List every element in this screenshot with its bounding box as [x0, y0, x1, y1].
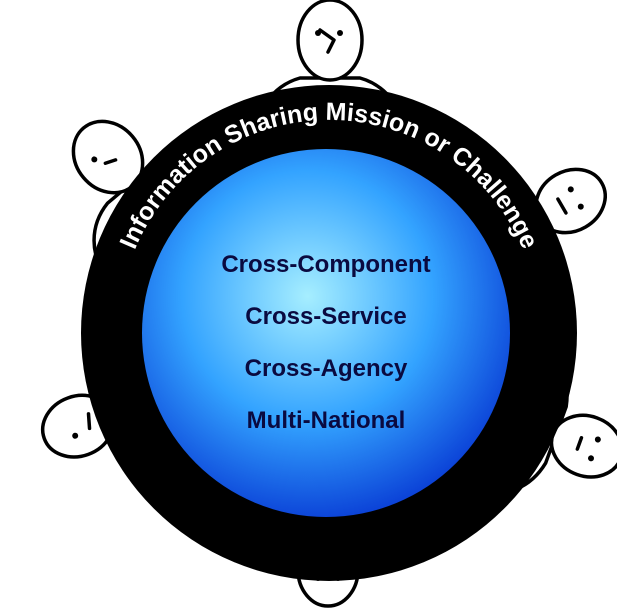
- center-line-4: Multi-National: [247, 407, 406, 434]
- center-line-1: Cross-Component: [221, 251, 430, 278]
- center-circle: [142, 149, 510, 517]
- center-line-2: Cross-Service: [245, 303, 406, 330]
- center-text-group: Cross-Component Cross-Service Cross-Agen…: [221, 251, 430, 434]
- center-line-3: Cross-Agency: [245, 355, 408, 382]
